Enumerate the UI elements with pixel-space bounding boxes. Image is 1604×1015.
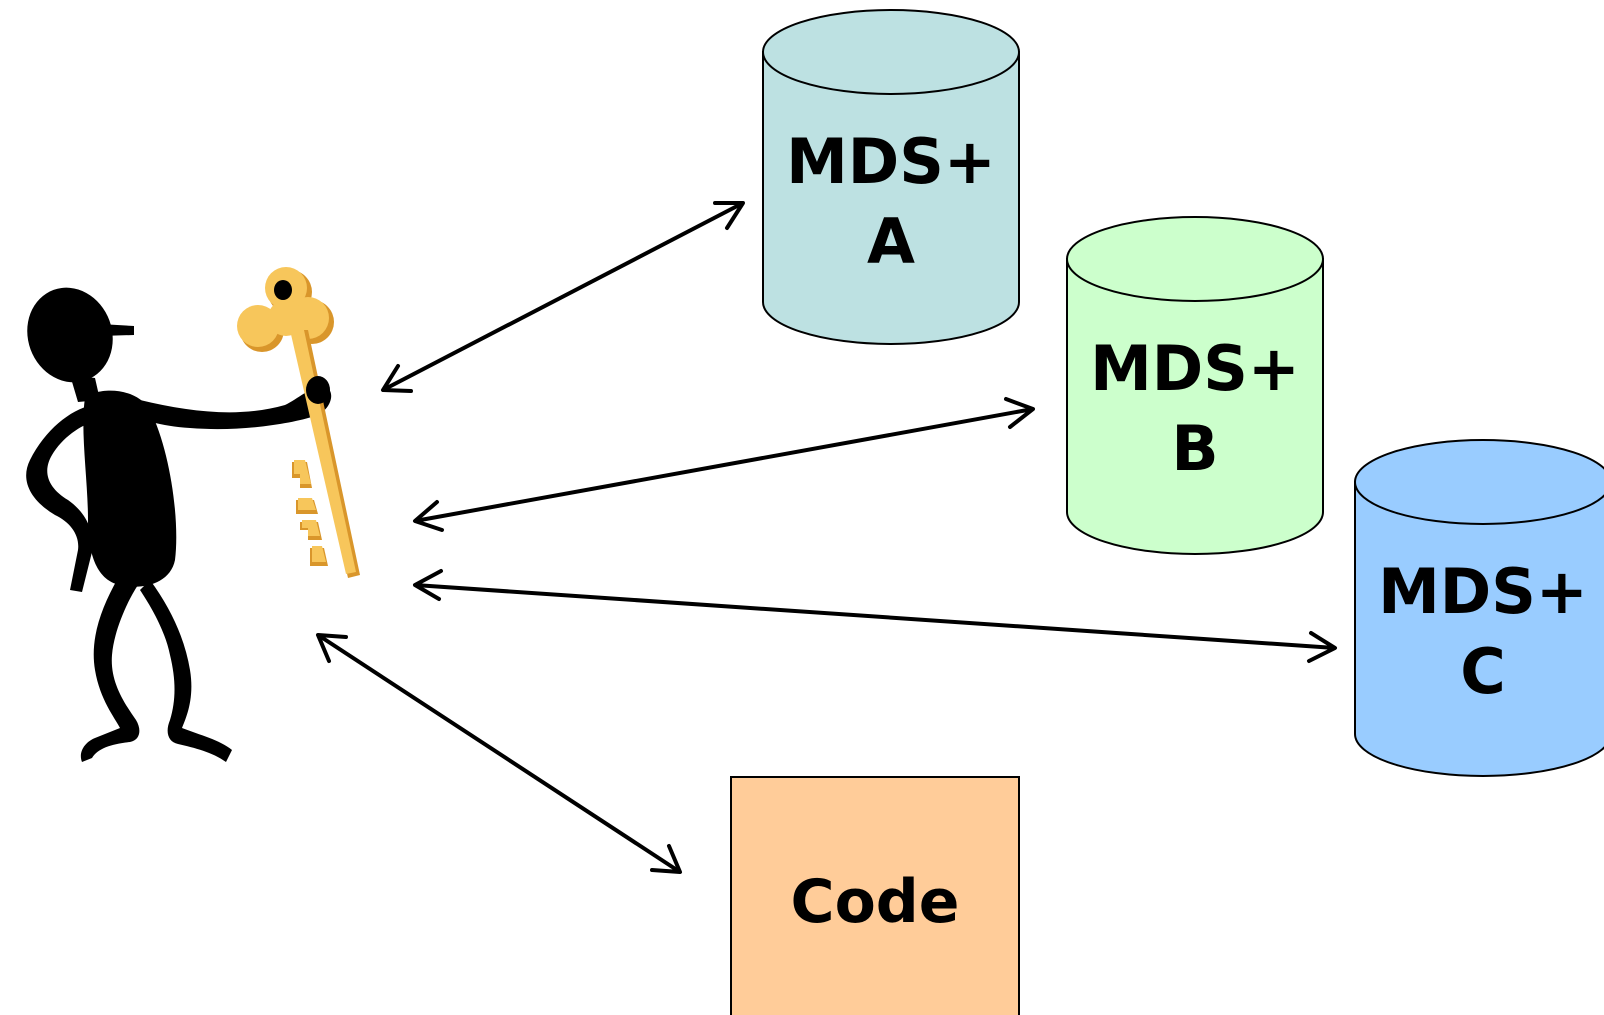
arrow-to-database-c bbox=[413, 569, 1337, 663]
code-box-rect bbox=[730, 776, 1020, 1015]
code-box: Code bbox=[730, 776, 1020, 1015]
arrow-head-c-end bbox=[1307, 631, 1337, 663]
database-c: MDS+ C bbox=[1354, 439, 1604, 777]
arrow-head-a-start bbox=[381, 364, 413, 393]
database-c-letter: C bbox=[1460, 635, 1506, 708]
database-b-top bbox=[1066, 216, 1324, 302]
database-a-top bbox=[762, 9, 1020, 95]
arrow-to-code-box bbox=[316, 633, 682, 874]
hand bbox=[306, 376, 330, 404]
arrow-head-a-end bbox=[713, 201, 745, 230]
arrow-head-b-start bbox=[413, 500, 444, 532]
arrow-head-b-end bbox=[1004, 397, 1035, 429]
database-a: MDS+ A bbox=[762, 9, 1020, 345]
database-a-title: MDS+ bbox=[786, 125, 996, 198]
arrow-to-database-b bbox=[413, 397, 1035, 532]
database-b-title: MDS+ bbox=[1090, 332, 1300, 405]
database-b-letter: B bbox=[1171, 412, 1218, 485]
person-silhouette bbox=[26, 287, 332, 762]
database-a-letter: A bbox=[867, 205, 915, 278]
database-c-top bbox=[1354, 439, 1604, 525]
arrow-head-code-end bbox=[650, 844, 682, 874]
arrow-head-code-start bbox=[316, 633, 348, 663]
database-a-body bbox=[762, 51, 1020, 345]
person-with-key-icon bbox=[26, 267, 360, 762]
code-box-label: Code bbox=[791, 867, 960, 937]
arrow-to-database-a bbox=[381, 201, 745, 393]
database-b-body bbox=[1066, 258, 1324, 555]
database-c-body bbox=[1354, 481, 1604, 777]
arrow-head-c-start bbox=[413, 569, 443, 601]
database-b: MDS+ B bbox=[1066, 216, 1324, 555]
database-c-title: MDS+ bbox=[1378, 555, 1588, 628]
